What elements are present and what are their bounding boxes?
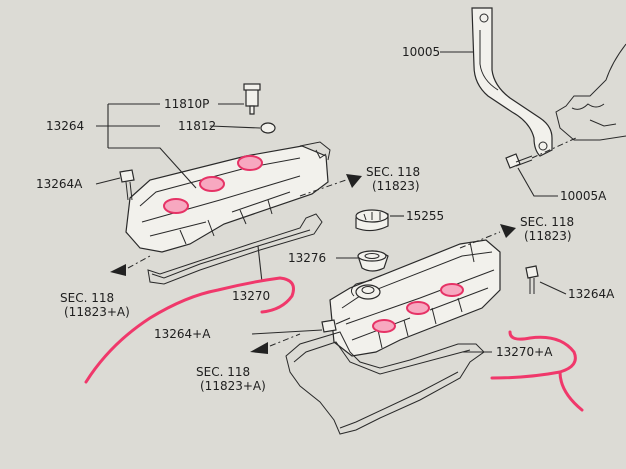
label-13264a-right: 13264A [568,287,615,301]
label-10005: 10005 [402,45,440,59]
label-sec118-top: SEC. 118 [366,165,420,179]
left-valve-cover [125,141,331,253]
label-13264: 13264 [46,119,84,133]
arrow-sec118-bottom [250,333,301,354]
leader-13264 [96,103,261,189]
engine-block-outline [555,43,626,141]
bolt-10005a [505,137,577,169]
label-sec118-mid: SEC. 118 [520,215,574,229]
label-13264plusa: 13264+A [154,327,211,341]
arrow-sec118-mid [459,224,516,249]
grommet-11812 [260,122,276,134]
valve-11810p [243,83,261,115]
filler-neck [355,284,381,300]
bracket-10005 [471,7,553,157]
arrow-sec118-top [299,174,362,197]
label-sec118-bottom: SEC. 118 [196,365,250,379]
label-13264a-left: 13264A [36,177,83,191]
label-sec118-bottom-sub: (11823+A) [200,379,266,393]
gasket-13270a [285,331,492,435]
label-sec118-left-sub: (11823+A) [64,305,130,319]
label-13270a: 13270+A [496,345,553,359]
label-sec118-mid-sub: (11823) [524,229,572,243]
highlight-ovals-right [372,283,464,333]
gasket-13270 [147,213,323,285]
label-13276: 13276 [288,251,326,265]
label-10005a: 10005A [560,189,607,203]
label-sec118-left: SEC. 118 [60,291,114,305]
label-11810p: 11810P [164,97,209,111]
label-sec118-top-sub: (11823) [372,179,420,193]
gasket-13276 [336,250,389,272]
label-15255: 15255 [406,209,444,223]
arrow-sec118-left [110,255,151,276]
oil-cap-15255 [355,209,404,232]
leader-10005a [517,167,558,197]
bolt-13264a-right [525,265,567,295]
pink-marker-annotations [84,276,584,412]
leader-13264a [251,317,351,335]
highlight-ovals-left [163,155,263,214]
label-13270: 13270 [232,289,270,303]
bolt-13264a-left [95,169,135,201]
label-11812: 11812 [178,119,216,133]
